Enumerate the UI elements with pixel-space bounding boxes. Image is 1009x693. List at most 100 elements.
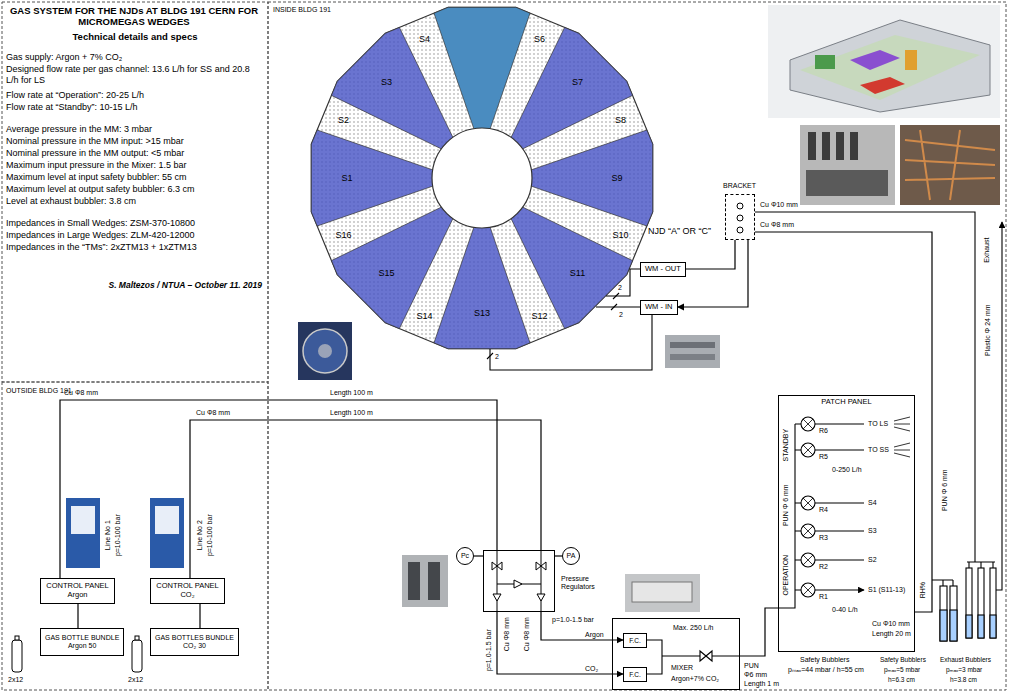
wedge-wire bbox=[490, 314, 652, 370]
photo bbox=[66, 5, 1000, 612]
annotation: Length 1 m bbox=[744, 680, 779, 688]
annotation: Line No 1 bbox=[104, 520, 112, 550]
annotation: Exhaust Bubblers bbox=[940, 656, 991, 664]
annotation: S3 bbox=[868, 527, 877, 535]
node-text: Argon bbox=[67, 591, 87, 600]
gas-line bbox=[199, 604, 200, 628]
photo bbox=[900, 125, 1000, 205]
node-text: Max. 250 L/h bbox=[673, 624, 713, 632]
rotameter-panel bbox=[795, 424, 801, 590]
wedge-wire bbox=[487, 269, 652, 370]
photo bbox=[66, 498, 100, 568]
annotation: R3 bbox=[819, 534, 828, 542]
bracket-box: BRACKET bbox=[725, 194, 755, 240]
rotameter-panel bbox=[778, 424, 795, 608]
node-text: Pressure Regulators bbox=[561, 575, 603, 591]
bubbler-symbol bbox=[990, 615, 996, 638]
annotation: Cu Φ8 mm bbox=[196, 409, 230, 417]
gas-line bbox=[474, 555, 483, 556]
photo bbox=[155, 506, 179, 534]
bubbler-symbol bbox=[755, 212, 975, 562]
regulator-symbol bbox=[514, 580, 522, 588]
bracket-ports bbox=[737, 203, 743, 209]
spec-note: Technical details and specs bbox=[73, 31, 198, 42]
large-wedge bbox=[332, 206, 454, 328]
bubbler-symbol bbox=[932, 580, 953, 586]
large-wedge bbox=[529, 130, 652, 226]
annotation: Cu Φ8 mm bbox=[523, 617, 531, 651]
node-text: Pc bbox=[461, 552, 469, 560]
node-text: WM - OUT bbox=[645, 265, 681, 274]
control-panel: CONTROL PANELCO₂ bbox=[150, 578, 225, 604]
large-wedge bbox=[311, 130, 434, 226]
rotameter-panel bbox=[778, 417, 910, 608]
gas-line bbox=[755, 232, 932, 612]
control-panel: CONTROL PANELArgon bbox=[40, 578, 115, 604]
spec-note: Maximum input pressure in the Mixer: 1.5… bbox=[6, 160, 187, 171]
annotation: RH% bbox=[919, 582, 927, 598]
bottle-bundle: GAS BOTTLES BUNDLECO₂ 30 bbox=[150, 628, 239, 656]
annotation: p=10-100 bar bbox=[114, 514, 122, 556]
regulator-symbol bbox=[492, 562, 502, 570]
wedge-label: S6 bbox=[534, 34, 545, 45]
region-label: OUTSIDE BLDG 191 bbox=[6, 387, 72, 395]
bubbler-symbol bbox=[940, 610, 947, 641]
node-text: MIXER bbox=[671, 664, 693, 672]
photo bbox=[428, 562, 440, 600]
wedge-label: S1 bbox=[341, 173, 352, 184]
node-text: Argon 50 bbox=[68, 642, 96, 650]
bubbler-symbol bbox=[950, 610, 957, 641]
regulator-symbol bbox=[493, 594, 501, 601]
annotation: R4 bbox=[819, 506, 828, 514]
node-text: F.C. bbox=[629, 637, 641, 644]
annotation: p=1.0-1.5 bar bbox=[485, 629, 493, 671]
photo bbox=[850, 132, 858, 160]
spec-note: Maximum level at input safety bubbler: 5… bbox=[6, 172, 187, 183]
annotation: Exhaust bbox=[984, 237, 992, 262]
bubbler-symbol bbox=[978, 568, 984, 638]
wheel-drawing bbox=[311, 7, 652, 348]
annotation: PUN Φ 6 mm bbox=[782, 484, 790, 526]
large-wedge bbox=[510, 206, 632, 328]
bubbler-symbol bbox=[990, 568, 996, 638]
flow-controller: F.C. bbox=[623, 633, 647, 648]
annotation: STANDBY bbox=[782, 429, 790, 462]
edge-label: Argon bbox=[585, 631, 604, 639]
annotation: R6 bbox=[819, 427, 828, 435]
annotation: Safety Bubblers bbox=[800, 656, 849, 664]
node-text: CONTROL PANEL bbox=[46, 582, 109, 591]
bracket-ports bbox=[737, 203, 743, 233]
node-text: GAS BOTTLES BUNDLE bbox=[155, 634, 234, 642]
annotation: Length 100 m bbox=[330, 409, 373, 417]
spec-note: Average pressure in the MM: 3 mbar bbox=[6, 124, 152, 135]
annotation: PUN bbox=[744, 662, 759, 670]
bubbler-symbol bbox=[940, 586, 947, 641]
wedge-wire bbox=[606, 269, 640, 296]
photo bbox=[800, 35, 980, 100]
annotation: Cu Φ8 mm bbox=[503, 617, 511, 651]
wedge-label: S7 bbox=[572, 77, 583, 88]
spec-note: Impedances in the “TMs”: 2xZTM13 + 1xZTM… bbox=[6, 242, 197, 253]
wedge-wire bbox=[596, 306, 640, 307]
node-text: F.C. bbox=[629, 671, 641, 678]
node-text: CONTROL PANEL bbox=[156, 582, 219, 591]
photo bbox=[408, 562, 420, 600]
bottle-symbol bbox=[135, 636, 139, 640]
photo bbox=[822, 132, 830, 160]
photo bbox=[808, 132, 816, 160]
annotation: Φ6 mm bbox=[744, 671, 767, 679]
photo bbox=[670, 354, 715, 360]
spec-note: Nominal pressure in the MM output: <5 mb… bbox=[6, 148, 184, 159]
annotation: Cu Φ10 mm bbox=[760, 201, 798, 209]
photo bbox=[850, 50, 900, 70]
wedge-label: S4 bbox=[419, 34, 430, 45]
gas-line bbox=[541, 612, 623, 640]
wedge-label: S15 bbox=[378, 268, 394, 279]
gas-line bbox=[190, 420, 541, 578]
spec-note: Flow rate at “Standby”: 10-15 L/h bbox=[6, 102, 138, 113]
spec-note: Maximum level at output safety bubbler: … bbox=[6, 184, 195, 195]
node-text: PATCH PANEL bbox=[821, 398, 871, 407]
bottle-bundle: GAS BOTTLE BUNDLEArgon 50 bbox=[40, 628, 124, 656]
bubbler-symbol bbox=[966, 568, 972, 638]
large-wedge bbox=[434, 7, 530, 130]
